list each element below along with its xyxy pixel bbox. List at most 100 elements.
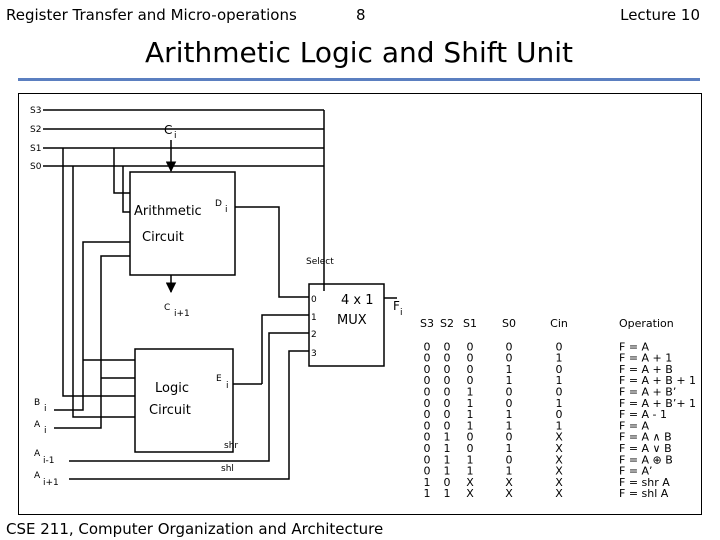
table-cell: F = A (619, 340, 650, 353)
ai-label: A (34, 420, 41, 430)
table-header-operation: Operation (619, 317, 674, 330)
table-cell: 1 (506, 363, 513, 376)
table-cell: F = A + B’ (619, 386, 676, 399)
mux-label-line2: MUX (337, 313, 367, 328)
table-cell: 1 (424, 487, 431, 500)
table-header-s3: S3 (420, 317, 434, 330)
table-cell: 0 (424, 374, 431, 387)
d-output-wire (235, 206, 309, 298)
table-cell: F = A (619, 419, 650, 432)
slide-title: Arithmetic Logic and Shift Unit (145, 36, 573, 69)
table-cell: 0 (424, 442, 431, 455)
s0-to-arith (122, 166, 130, 213)
table-cell: F = A + B + 1 (619, 374, 696, 387)
shr-wire (69, 332, 309, 462)
table-cell: 0 (444, 374, 451, 387)
table-cell: 0 (467, 442, 474, 455)
logic-label-line2: Circuit (149, 403, 191, 418)
table-cell: 0 (467, 363, 474, 376)
table-cell: F = shl A (619, 487, 669, 500)
table-cell: F = A ∧ B (619, 431, 672, 444)
table-cell: 0 (506, 431, 513, 444)
table-cell: F = A + B’+ 1 (619, 397, 696, 410)
table-cell: 1 (556, 419, 563, 432)
s1-label: S1 (30, 144, 41, 154)
ci-sub: i (174, 131, 177, 141)
table-cell: 0 (444, 386, 451, 399)
table-cell: 1 (556, 397, 563, 410)
ei-label: E (216, 374, 222, 384)
table-cell: 0 (556, 408, 563, 421)
table-header-s1: S1 (463, 317, 477, 330)
table-cell: X (505, 476, 513, 489)
shr-label: shr (224, 441, 238, 451)
logic-circuit-block (134, 348, 234, 453)
table-cell: 0 (424, 431, 431, 444)
table-cell: 0 (444, 340, 451, 353)
table-cell: 1 (467, 397, 474, 410)
ai-minus1-label: A (34, 449, 41, 459)
table-cell: 0 (424, 386, 431, 399)
b-input-wire (54, 241, 130, 411)
table-cell: X (555, 442, 563, 455)
table-cell: F = A - 1 (619, 408, 667, 421)
mux-label-line1: 4 x 1 (341, 293, 374, 308)
table-header-cin: Cin (550, 317, 568, 330)
ci-label: C (164, 123, 172, 137)
table-cell: 0 (444, 352, 451, 365)
s3-label: S3 (30, 106, 41, 116)
table-cell: 1 (506, 442, 513, 455)
table-cell: 1 (506, 408, 513, 421)
table-cell: 0 (424, 465, 431, 478)
table-cell: 0 (506, 352, 513, 365)
table-cell: 0 (424, 363, 431, 376)
cout-sub: i+1 (174, 309, 190, 319)
s2-label: S2 (30, 125, 41, 135)
table-cell: X (555, 487, 563, 500)
table-cell: 0 (506, 453, 513, 466)
table-cell: 0 (467, 352, 474, 365)
alu-diagram: S3 S2 S1 S0 C i Arithmetic Circuit D i S… (30, 106, 696, 500)
s1-to-logic (62, 148, 135, 397)
table-cell: F = A’ (619, 465, 653, 478)
alu-diagram-frame: S3 S2 S1 S0 C i Arithmetic Circuit D i S… (18, 93, 702, 515)
table-header-s2: S2 (440, 317, 454, 330)
table-cell: 1 (556, 374, 563, 387)
a-input-wire (54, 255, 130, 429)
table-cell: 0 (444, 408, 451, 421)
table-cell: X (466, 487, 474, 500)
table-cell: 0 (556, 386, 563, 399)
table-cell: X (555, 453, 563, 466)
fi-sub: i (400, 308, 403, 318)
table-cell: 1 (467, 408, 474, 421)
logic-label-line1: Logic (155, 381, 189, 396)
select-label: Select (306, 257, 334, 267)
table-cell: F = A + B (619, 363, 673, 376)
table-cell: 0 (556, 363, 563, 376)
title-band: Arithmetic Logic and Shift Unit (18, 26, 700, 81)
mux-input-0: 0 (311, 295, 317, 305)
bi-sub: i (44, 404, 47, 414)
table-cell: X (505, 487, 513, 500)
table-cell: 1 (444, 487, 451, 500)
ai-sub: i (44, 426, 47, 436)
table-cell: 0 (424, 340, 431, 353)
table-cell: 1 (556, 352, 563, 365)
table-cell: 0 (424, 419, 431, 432)
table-cell: 1 (467, 453, 474, 466)
header-course: Register Transfer and Micro-operations (6, 6, 297, 24)
table-cell: 0 (444, 363, 451, 376)
table-cell: 1 (506, 374, 513, 387)
table-cell: 0 (467, 431, 474, 444)
header-page-number: 8 (356, 6, 366, 24)
table-cell: 0 (444, 419, 451, 432)
table-cell: 1 (444, 442, 451, 455)
table-cell: 0 (506, 386, 513, 399)
table-cell: 1 (506, 419, 513, 432)
arith-label-line1: Arithmetic (134, 204, 202, 219)
di-sub: i (225, 205, 228, 215)
mux-input-1: 1 (311, 313, 317, 323)
table-cell: X (555, 476, 563, 489)
s1-to-arith (113, 148, 130, 194)
table-cell: 0 (444, 476, 451, 489)
